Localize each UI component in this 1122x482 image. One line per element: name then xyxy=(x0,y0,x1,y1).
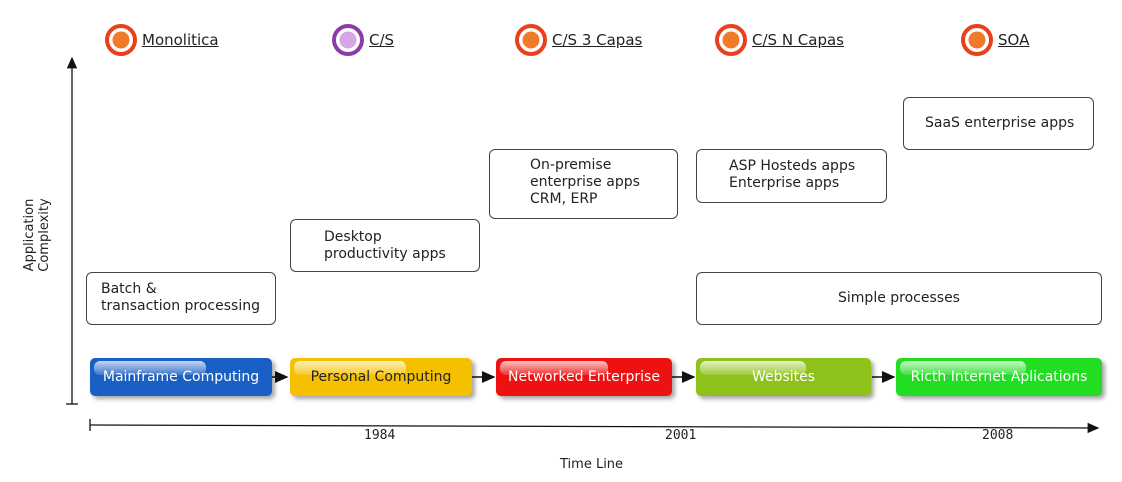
arch-label-cs-n-capas: C/S N Capas xyxy=(752,31,844,49)
stage-personal-computing: Personal Computing xyxy=(290,358,472,396)
stage-label: Networked Enterprise xyxy=(508,369,660,385)
arch-circle-icon-3 xyxy=(515,24,547,56)
stage-networked-enterprise: Networked Enterprise xyxy=(496,358,672,396)
arch-circle-icon-5 xyxy=(961,24,993,56)
app-box-asp-hosted: ASP Hosteds apps Enterprise apps xyxy=(696,149,887,203)
x-axis-title: Time Line xyxy=(560,457,624,472)
arch-label-soa: SOA xyxy=(998,31,1030,49)
app-box-on-premise: On-premise enterprise apps CRM, ERP xyxy=(489,149,678,219)
app-box-saas: SaaS enterprise apps xyxy=(903,97,1094,150)
stage-websites: Websites xyxy=(696,358,871,396)
timeline-axis-line xyxy=(89,422,1100,434)
year-label-2001: 2001 xyxy=(665,428,697,443)
arch-label-cs-3-capas: C/S 3 Capas xyxy=(552,31,643,49)
arch-circle-icon-1 xyxy=(105,24,137,56)
stage-mainframe-computing: Mainframe Computing xyxy=(90,358,272,396)
stage-label: Personal Computing xyxy=(310,369,452,385)
arch-circle-icon-2 xyxy=(332,24,364,56)
arch-label-monolitica: Monolitica xyxy=(142,31,219,49)
y-axis-title: Application Complexity xyxy=(22,198,52,272)
app-box-batch: Batch & transaction processing xyxy=(86,272,276,325)
stage-label: Websites xyxy=(751,369,816,385)
app-box-desktop: Desktop productivity apps xyxy=(290,219,480,272)
year-label-2008: 2008 xyxy=(982,428,1014,443)
year-label-1984: 1984 xyxy=(364,428,396,443)
arch-label-cs: C/S xyxy=(369,31,395,49)
app-box-simple-processes: Simple processes xyxy=(696,272,1102,325)
stage-rich-internet-applications: Ricth Internet Aplications xyxy=(896,358,1102,396)
arch-circle-icon-4 xyxy=(715,24,747,56)
stage-label: Ricth Internet Aplications xyxy=(910,369,1088,385)
stage-label: Mainframe Computing xyxy=(102,369,260,385)
